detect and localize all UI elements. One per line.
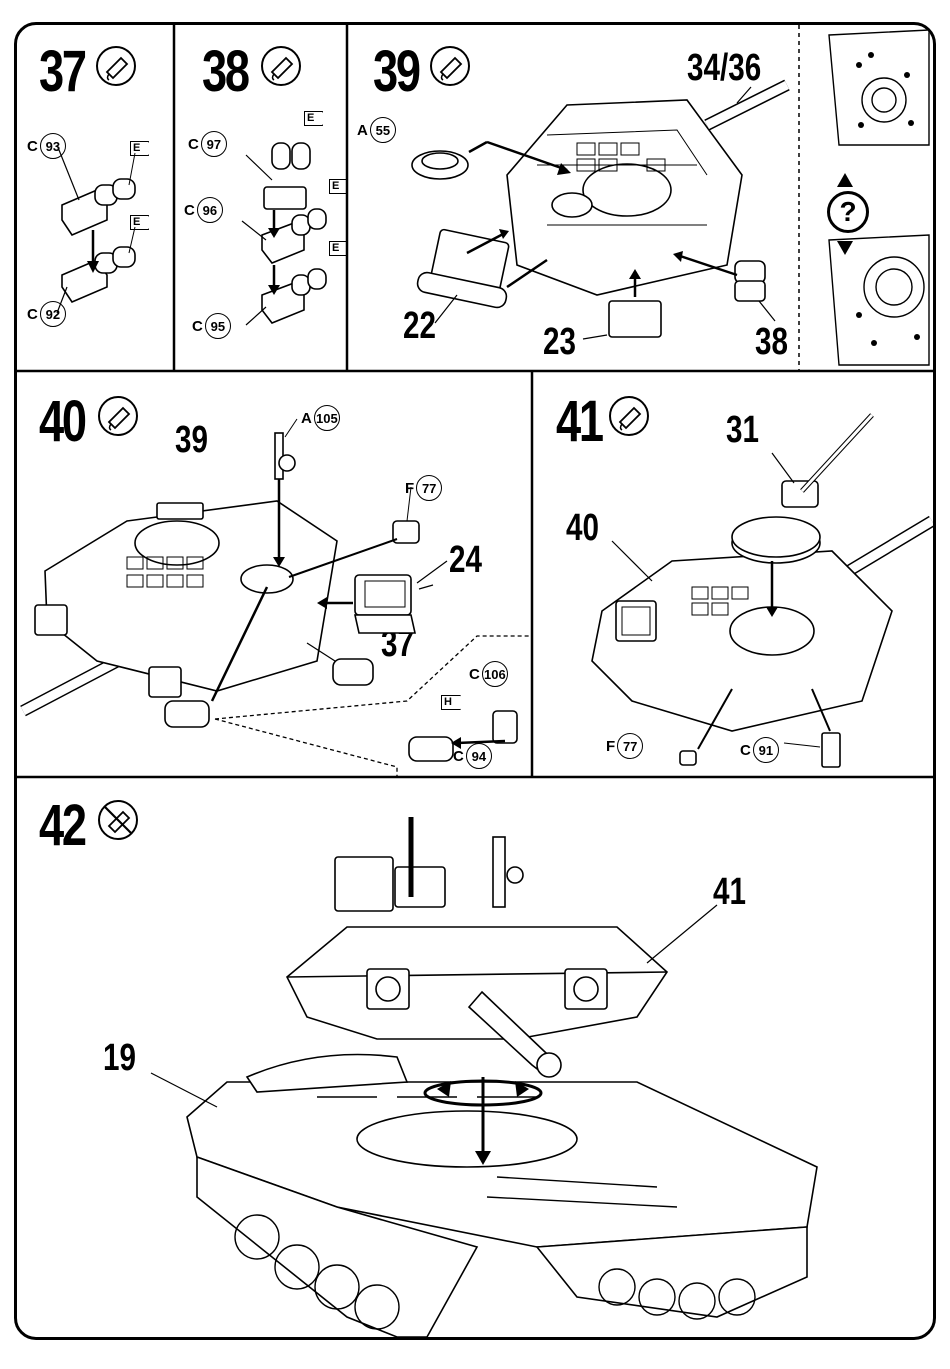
turret-assembly-drawing (17, 371, 532, 777)
detail-drawing (799, 25, 936, 371)
step-38-drawing (174, 25, 347, 371)
step-42-panel: 42 41 19 (17, 777, 936, 1340)
detail-inset-panel: ? (799, 25, 936, 371)
question-mark-icon: ? (827, 191, 869, 233)
tank-final-assembly-drawing (17, 777, 936, 1340)
step-37-drawing (17, 25, 174, 371)
turret-drawing (347, 25, 799, 371)
turret-final-drawing (532, 371, 936, 777)
